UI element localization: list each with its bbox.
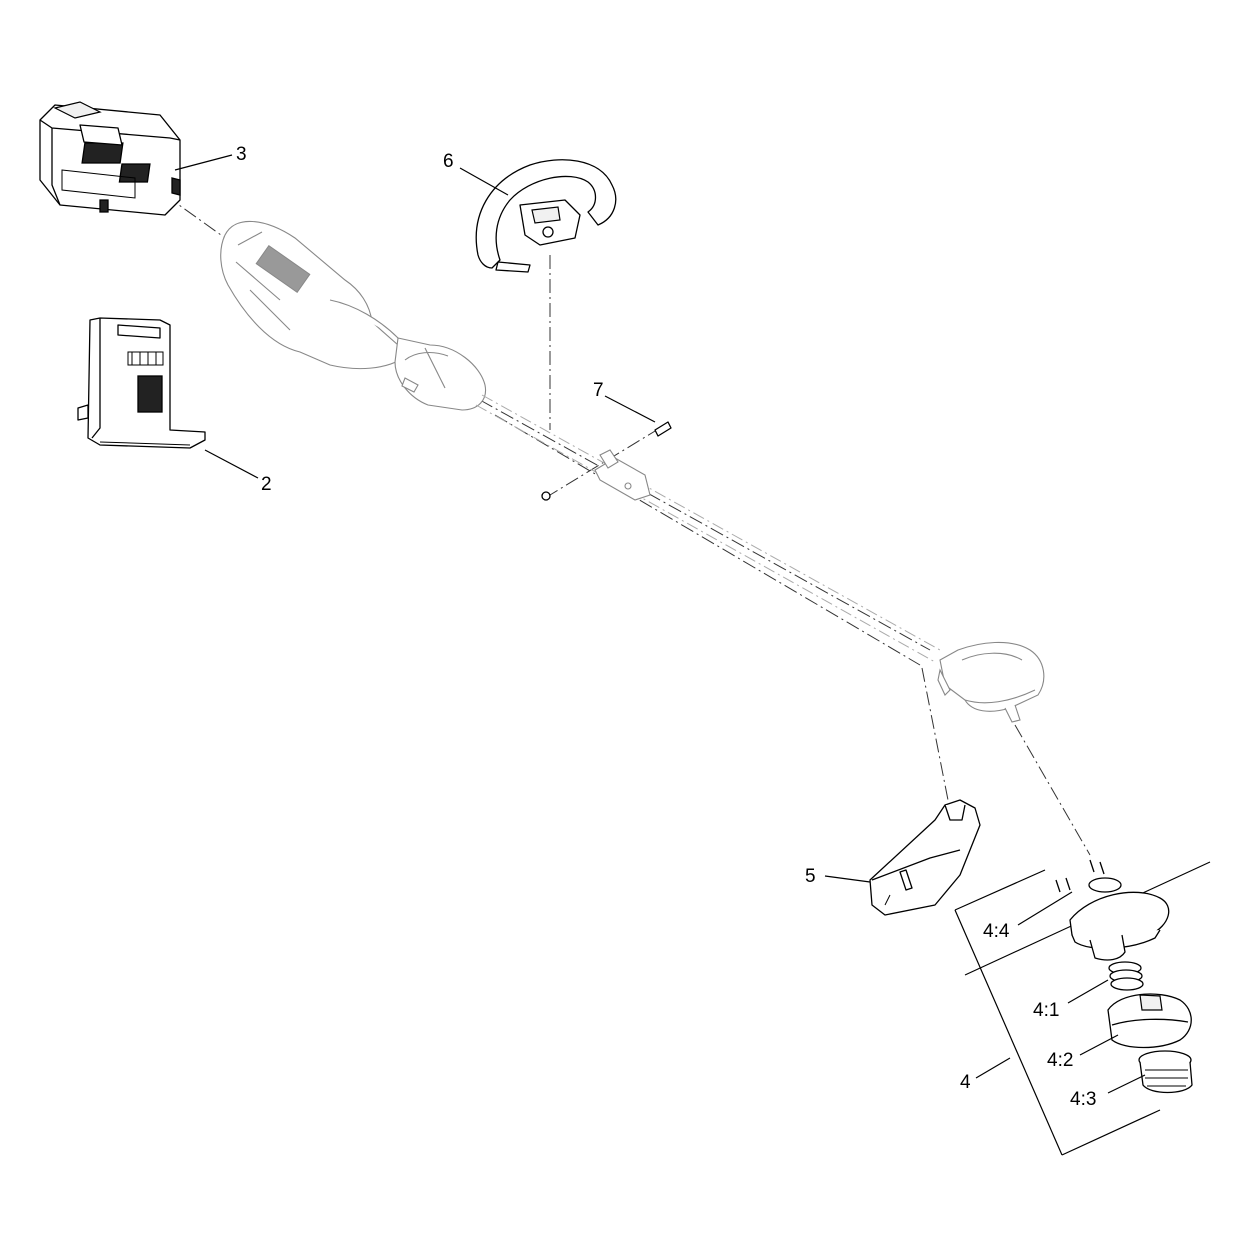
battery-charger [77,317,206,449]
callout-spool: 4:2 [1047,1050,1073,1071]
leader-lines [174,154,1146,1094]
trimmer-motor-housing [220,220,487,411]
callout-handle: 6 [443,151,454,172]
spool-part [1107,993,1192,1049]
handle-clamp [594,449,651,501]
debris-guard [869,799,981,916]
spring-part [1108,961,1144,991]
head-housing-part [1055,859,1170,961]
trimmer-shaft [475,394,941,663]
callout-screw: 7 [593,380,604,401]
callout-labels: 3 2 6 7 5 4:4 4:1 4:2 4:3 4 [236,144,1096,1110]
bump-knob-part [1138,1050,1193,1094]
cutting-head-housing [937,641,1045,723]
battery-pack [39,101,181,216]
front-handle [475,159,617,273]
callout-battery: 3 [236,144,247,165]
callout-charger: 2 [261,474,272,495]
callout-housing: 4:4 [983,921,1010,942]
callout-knob: 4:3 [1070,1089,1096,1110]
callout-guard: 5 [805,866,816,887]
handle-screws [541,421,672,501]
trimmer-head-box [954,869,1161,1156]
callout-spring: 4:1 [1033,1000,1059,1021]
callout-trimmer-head: 4 [960,1072,971,1093]
